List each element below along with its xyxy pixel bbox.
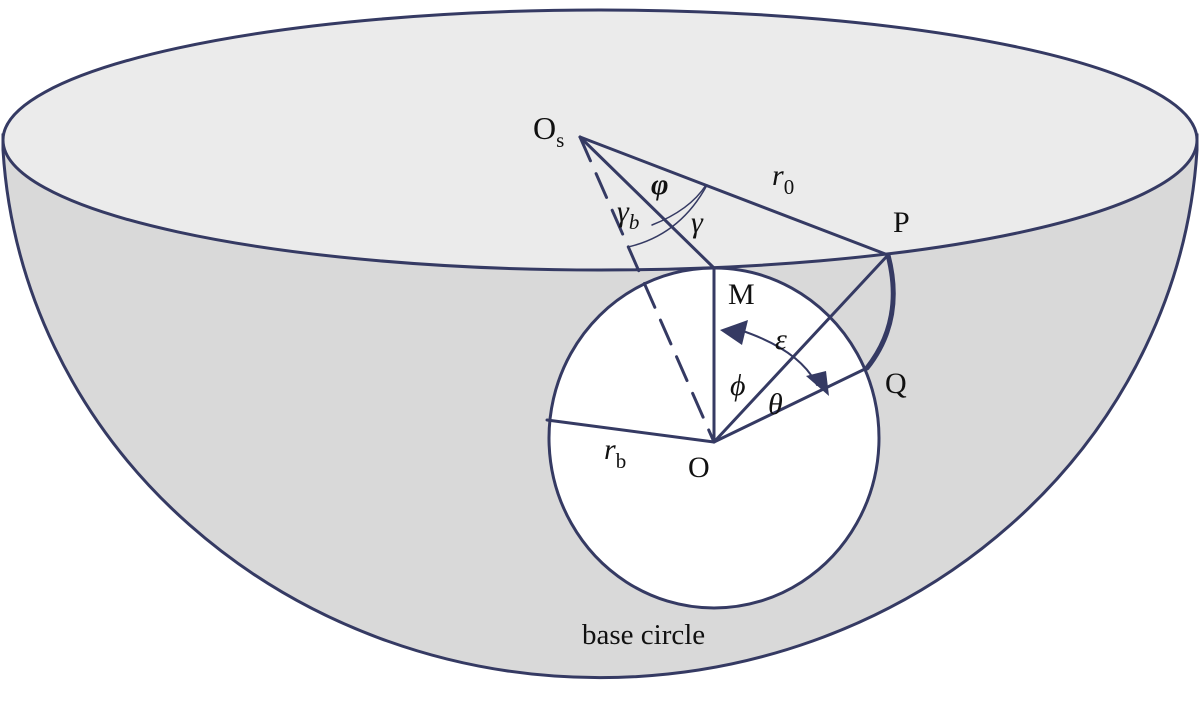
label-phi: ϕ [730, 369, 746, 402]
line-o-q [712, 366, 869, 444]
label-rb: rb [604, 433, 626, 473]
radius-rb-line [545, 418, 716, 444]
label-q: Q [885, 367, 907, 400]
label-gamma-b: γb [617, 195, 639, 234]
line-os-m [578, 135, 716, 270]
epsilon-arrow-right [806, 371, 829, 396]
label-os: Os [533, 110, 564, 152]
label-epsilon: ε [775, 323, 787, 356]
label-base-circle: base circle [582, 619, 705, 651]
label-theta: θ [768, 388, 783, 421]
line-os-p [578, 135, 890, 257]
dashed-line-os-o [578, 135, 716, 444]
label-r0: r0 [772, 159, 794, 199]
label-p: P [893, 206, 910, 239]
label-varphi: φ [651, 168, 669, 201]
label-o: O [688, 451, 710, 484]
epsilon-arrow-left [720, 320, 748, 345]
angle-arc-gamma [627, 184, 708, 248]
label-gamma: γ [691, 206, 704, 239]
arc-p-q [864, 252, 896, 371]
top-ellipse [1, 8, 1199, 272]
angle-arc-varphi [651, 184, 707, 226]
label-m: M [728, 278, 755, 311]
line-o-p [712, 253, 890, 444]
